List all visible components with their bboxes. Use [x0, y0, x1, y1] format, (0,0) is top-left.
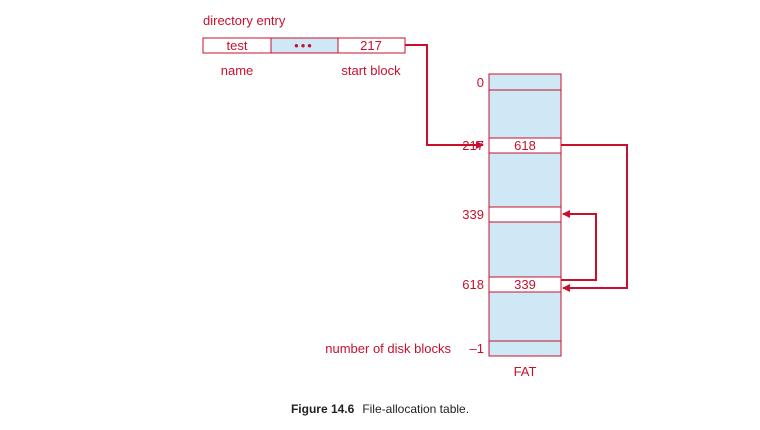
fat-label-618: 618 [462, 277, 484, 292]
figure-number: Figure 14.6 [290, 402, 355, 416]
fat-label-339: 339 [462, 207, 484, 222]
fat-caption-label: FAT [514, 364, 537, 379]
directory-entry-heading: directory entry [203, 13, 286, 28]
figure-caption-text: File-allocation table. [362, 402, 470, 416]
fat-row-0 [488, 73, 562, 91]
fat-row-618 [488, 276, 562, 293]
fat-label-last: –1 [470, 341, 484, 356]
dir-name-value: test [227, 38, 248, 53]
arrow-dir-to-217 [405, 44, 484, 149]
fat-label-0: 0 [477, 75, 484, 90]
fat-value-618: 339 [514, 277, 536, 292]
fat-row-last [488, 340, 562, 357]
dir-ellipsis: ••• [294, 38, 314, 53]
arrow-217-to-618 [561, 144, 628, 292]
fat-value-217: 618 [514, 138, 536, 153]
dir-start-value: 217 [360, 38, 382, 53]
dir-name-label: name [221, 63, 254, 78]
dir-start-label: start block [341, 63, 401, 78]
fat-label-disk-blocks: number of disk blocks [325, 341, 451, 356]
figure-caption: Figure 14.6 File-allocation table. [0, 402, 760, 416]
fat-row-339 [488, 206, 562, 223]
arrow-618-to-339 [561, 210, 597, 281]
fat-diagram: directory entry test ••• 217 name start … [202, 13, 628, 379]
